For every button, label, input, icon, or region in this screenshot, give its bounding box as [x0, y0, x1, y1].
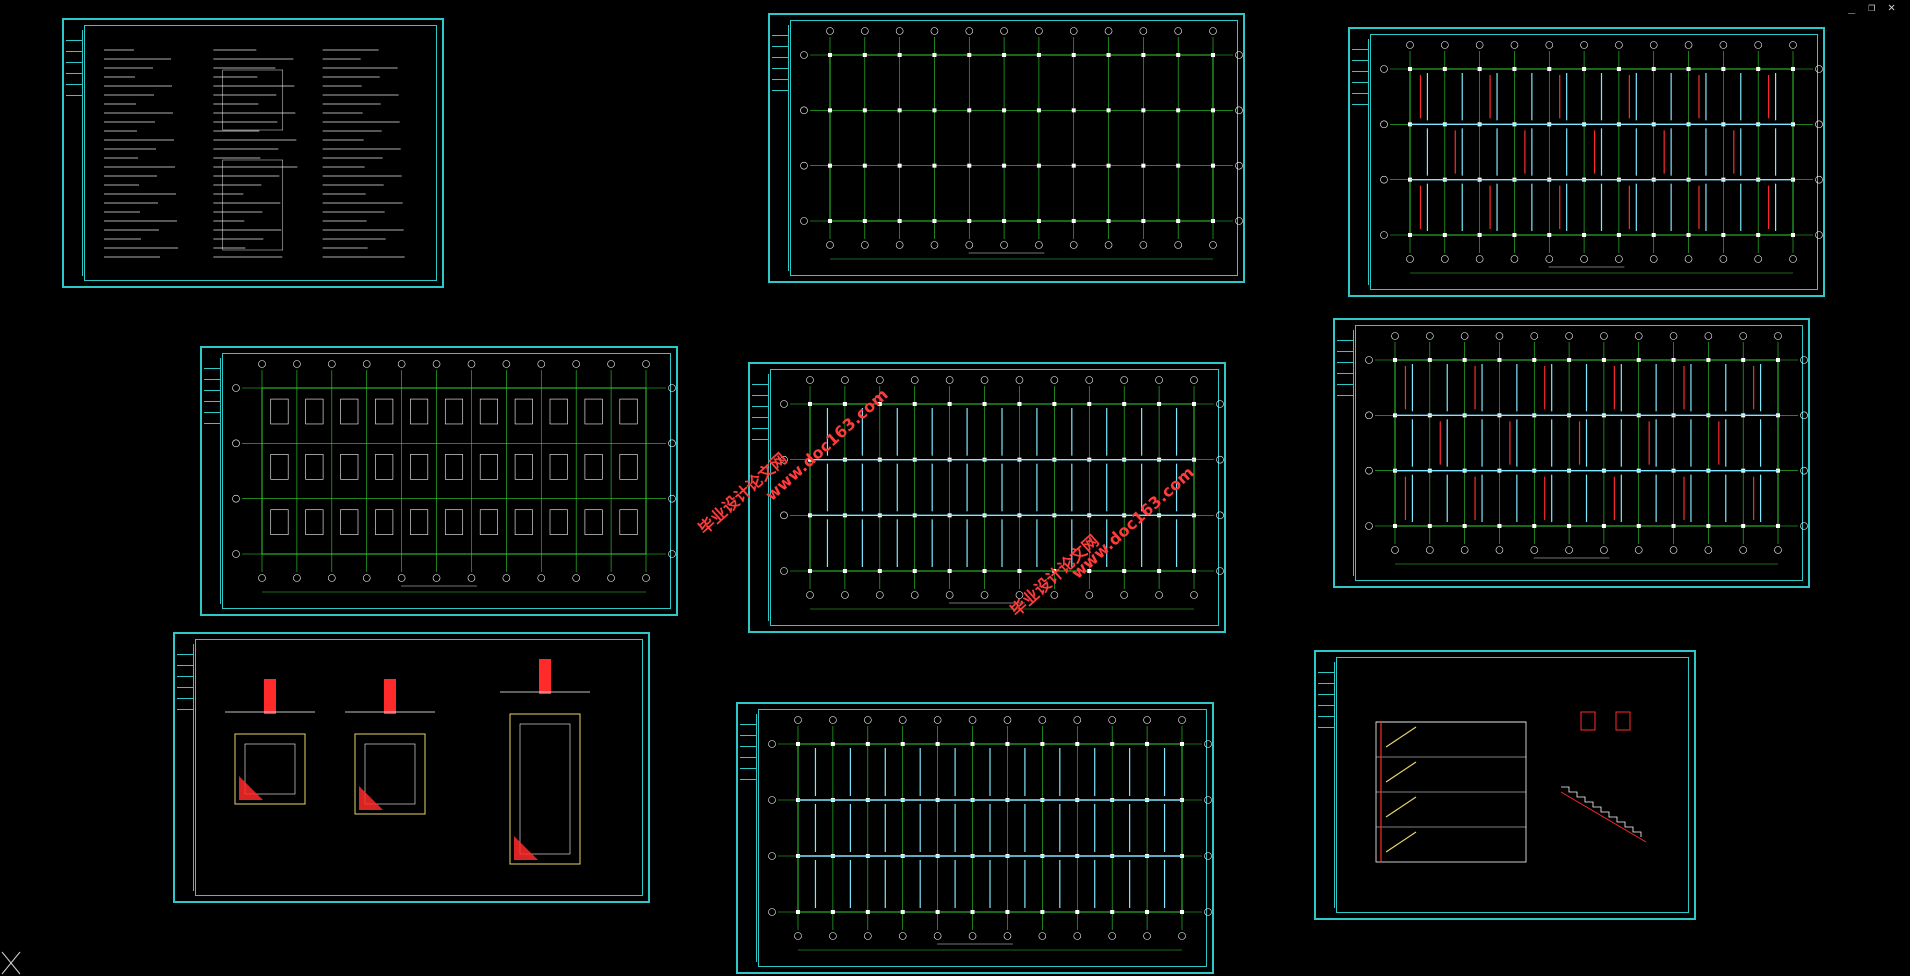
sheet-drawing [1375, 711, 1647, 863]
close-button[interactable]: ✕ [1888, 0, 1896, 14]
sheet-pile-cap-layout[interactable] [200, 346, 678, 616]
restore-button[interactable]: ❐ [1868, 0, 1876, 14]
sheet-design-notes[interactable] [62, 18, 444, 288]
ucs-icon [1, 951, 21, 975]
sheet-floor-structure-plan[interactable] [1348, 27, 1825, 297]
sheet-foundation-plan[interactable] [768, 13, 1245, 283]
sheet-drawing [1365, 332, 1808, 565]
sheet-drawing [768, 716, 1212, 951]
sheet-footing-details[interactable] [173, 632, 650, 903]
sheet-drawing [780, 376, 1224, 610]
sheet-drawing [800, 27, 1243, 260]
sheet-drawing [104, 49, 405, 258]
sheet-roof-beam-plan[interactable] [736, 702, 1214, 974]
sheet-stair-section[interactable] [1314, 650, 1696, 920]
minimize-button[interactable]: _ [1848, 0, 1856, 14]
sheet-drawing [232, 360, 676, 593]
sheet-drawing [1380, 41, 1823, 274]
sheet-slab-reinforcement-plan[interactable] [1333, 318, 1810, 588]
sheet-drawing [225, 659, 590, 865]
sheet-beam-reinforcement-plan[interactable] [748, 362, 1226, 633]
